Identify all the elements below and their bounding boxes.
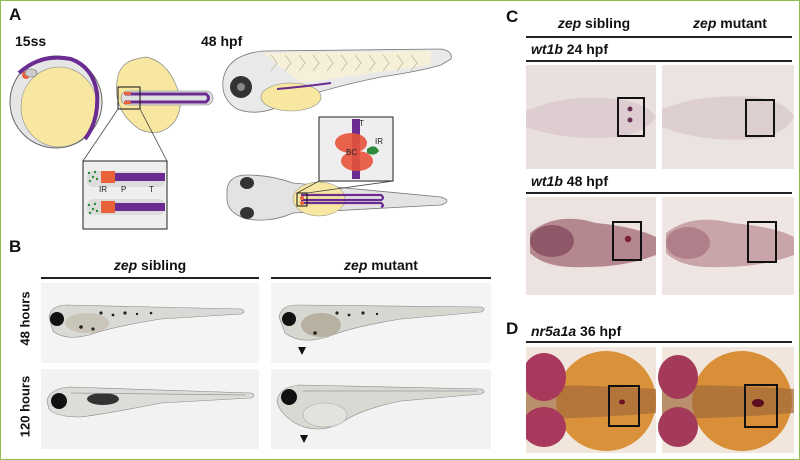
panel-a-schematics: [9, 48, 452, 230]
panel-c-row2-rule: [526, 192, 792, 194]
panel-a-label: A: [9, 5, 22, 24]
panel-b-sibling-rule: [41, 277, 259, 279]
embryo-15ss-lateral: [9, 55, 103, 149]
panel-b-sibling-header: zep sibling: [113, 257, 187, 273]
panel-c-mutant-header: zep mutant: [693, 15, 767, 31]
panel-c-row1-rule: [526, 60, 792, 62]
inset2-ir-label: IR: [375, 137, 383, 146]
panel-d-label: D: [506, 319, 519, 338]
inset-48hpf-interrenal: [318, 116, 394, 182]
panel-c-row1-mutant-box: [745, 99, 775, 137]
embryo-15ss-dorsal: [116, 56, 214, 133]
photo-sibling-120h: [46, 386, 255, 418]
panel-b-mutant-rule: [271, 277, 491, 279]
panel-c-row2-mutant-box: [747, 221, 777, 263]
inset-ir-label: IR: [99, 185, 107, 194]
panel-b-label: B: [9, 237, 22, 256]
inset-p-label: P: [121, 185, 127, 194]
panel-d-rule: [526, 341, 792, 343]
inset2-t-label: T: [359, 119, 364, 128]
panel-c-header-rule: [526, 36, 792, 38]
panel-c-sibling-header: zep sibling: [557, 15, 631, 31]
panel-d-sibling-box: [608, 385, 640, 427]
arrowhead-48h-icon: [298, 347, 306, 355]
row-48-hours-label: 48 hours: [17, 291, 33, 346]
stage-48hpf-label: 48 hpf: [201, 33, 243, 49]
inset-15ss-pronephros: [82, 160, 168, 230]
panel-c-row2-sibling-box: [612, 221, 642, 261]
inset2-bc-label: BC: [346, 148, 358, 157]
larva-48hpf-dorsal: [226, 174, 448, 221]
panel-c-row2-label: wt1b 48 hpf: [531, 173, 609, 189]
panel-d-mutant-box: [744, 384, 778, 428]
stage-15ss-label: 15ss: [15, 33, 47, 49]
panel-c-row1-sibling-box: [617, 97, 645, 137]
panel-c-row2-photos: [526, 197, 794, 295]
panel-b-photos: [41, 283, 491, 449]
panel-c-label: C: [506, 7, 519, 26]
panel-c-row1-photos: [526, 65, 794, 169]
panel-d-gene-label: nr5a1a 36 hpf: [531, 323, 622, 339]
inset-t-label: T: [149, 185, 154, 194]
larva-48hpf-lateral: [222, 48, 452, 113]
panel-b-mutant-header: zep mutant: [344, 257, 418, 273]
panel-c-row1-label: wt1b 24 hpf: [531, 41, 609, 57]
arrowhead-120h-icon: [300, 435, 308, 443]
photo-mutant-120h: [276, 384, 485, 443]
photo-sibling-48h: [48, 304, 245, 338]
row-120-hours-label: 120 hours: [17, 375, 33, 438]
photo-mutant-48h: [278, 304, 485, 355]
